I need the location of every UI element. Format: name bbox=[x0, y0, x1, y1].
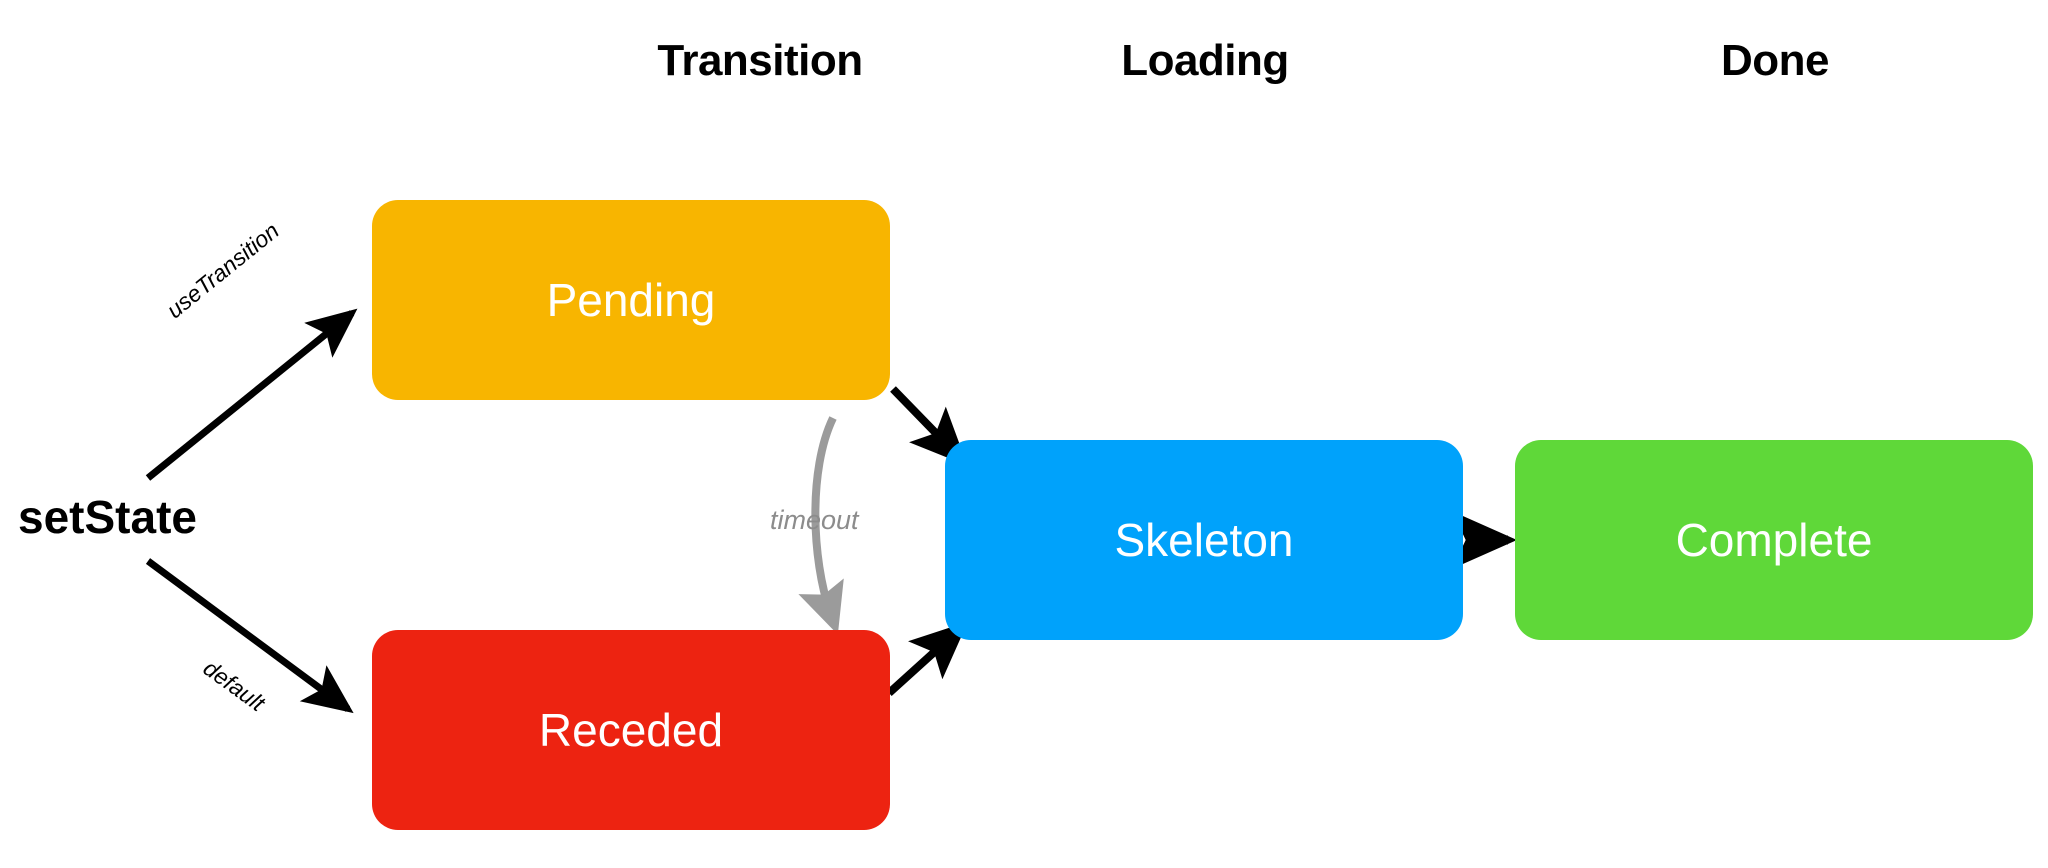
node-pending[interactable]: Pending bbox=[372, 200, 890, 400]
node-complete[interactable]: Complete bbox=[1515, 440, 2033, 640]
edge-label-default: default bbox=[198, 654, 270, 717]
node-skeleton-label: Skeleton bbox=[1114, 514, 1294, 566]
node-pending-label: Pending bbox=[546, 274, 716, 326]
column-header-transition: Transition bbox=[657, 36, 863, 85]
node-skeleton[interactable]: Skeleton bbox=[945, 440, 1463, 640]
column-header-loading: Loading bbox=[1121, 36, 1289, 85]
edge-label-timeout: timeout bbox=[770, 505, 859, 535]
node-receded-label: Receded bbox=[538, 704, 724, 756]
column-header-done: Done bbox=[1721, 36, 1830, 85]
edge-receded-to-skeleton bbox=[886, 621, 968, 696]
edge-setstate-to-pending bbox=[145, 308, 358, 481]
node-receded[interactable]: Receded bbox=[372, 630, 890, 830]
edge-label-usetransition: useTransition bbox=[161, 217, 284, 324]
entry-label-setstate: setState bbox=[18, 491, 197, 543]
node-complete-label: Complete bbox=[1675, 514, 1873, 566]
